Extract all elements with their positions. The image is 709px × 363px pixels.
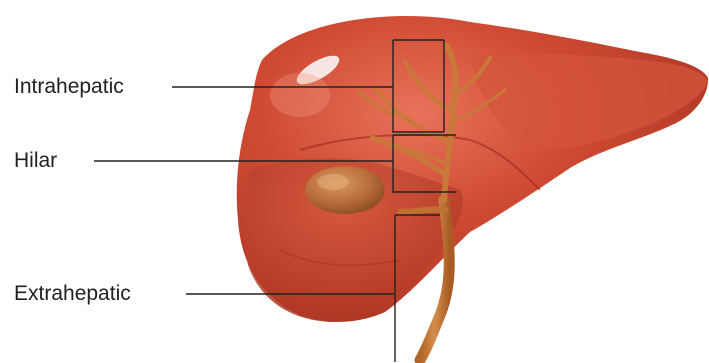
liver-highlight-soft [270, 73, 330, 117]
label-intrahepatic: Intrahepatic [14, 76, 124, 97]
label-hilar: Hilar [14, 150, 57, 171]
gallbladder [305, 166, 385, 214]
gallbladder-highlight [317, 174, 349, 190]
label-extrahepatic: Extrahepatic [14, 283, 131, 304]
